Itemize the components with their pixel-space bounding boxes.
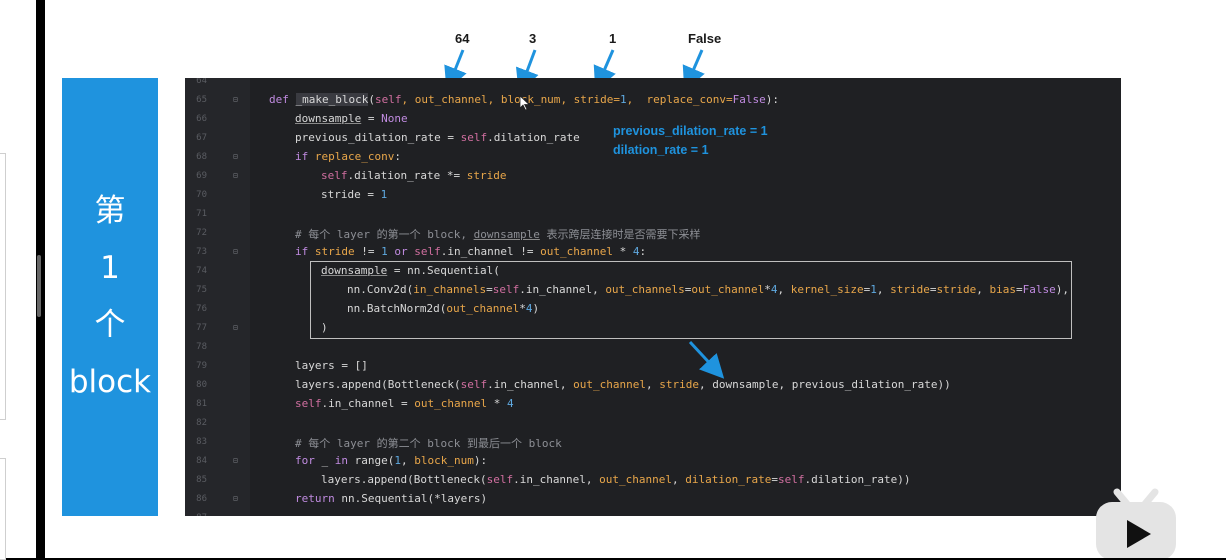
code-line-76: nn.BatchNorm2d(out_channel*4) — [347, 302, 540, 315]
code-line-86: return nn.Sequential(*layers) — [295, 492, 488, 505]
line-number: 73 — [196, 247, 207, 257]
fold-icon[interactable]: ⊟ — [233, 247, 238, 256]
label-stride-value: 1 — [609, 31, 617, 46]
line-number: 79 — [196, 361, 207, 371]
code-line-68: if replace_conv: — [295, 150, 401, 163]
line-number: 80 — [196, 380, 207, 390]
code-line-69: self.dilation_rate *= stride — [321, 169, 507, 182]
downsample-highlight-box — [310, 261, 1072, 339]
line-number: 84 — [196, 456, 207, 466]
panel-line-3: 个 — [94, 307, 126, 343]
line-number: 81 — [196, 399, 207, 409]
code-line-79: layers = [] — [295, 359, 368, 372]
fold-icon[interactable]: ⊟ — [233, 95, 238, 104]
line-number: 75 — [196, 285, 207, 295]
line-number: 71 — [196, 209, 207, 219]
line-number: 72 — [196, 228, 207, 238]
line-number: 85 — [196, 475, 207, 485]
code-line-80: layers.append(Bottleneck(self.in_channel… — [295, 378, 951, 391]
code-line-70: stride = 1 — [321, 188, 388, 201]
line-number: 67 — [196, 133, 207, 143]
code-line-67: previous_dilation_rate = self.dilation_r… — [295, 131, 580, 144]
annotation-previous-dilation-rate: previous_dilation_rate = 1 — [613, 124, 768, 138]
line-number: 74 — [196, 266, 207, 276]
arrow-block-num — [515, 49, 539, 94]
annotation-dilation-rate: dilation_rate = 1 — [613, 143, 709, 157]
line-number: 83 — [196, 437, 207, 447]
arrow-stride — [593, 49, 616, 92]
left-panel-frame — [0, 153, 6, 420]
line-number: 69 — [196, 171, 207, 181]
code-line-84: for _ in range(1, block_num): — [295, 454, 488, 467]
line-number: 76 — [196, 304, 207, 314]
fold-icon[interactable]: ⊟ — [233, 171, 238, 180]
line-number: 68 — [196, 152, 207, 162]
fold-icon[interactable]: ⊟ — [233, 323, 238, 332]
panel-line-4: block — [68, 364, 152, 400]
label-block-num-value: 3 — [529, 31, 537, 46]
code-line-74: downsample = nn.Sequential( — [321, 264, 500, 277]
code-line-77: ) — [321, 321, 328, 334]
code-line-85: layers.append(Bottleneck(self.in_channel… — [321, 473, 911, 486]
line-number: 65 — [196, 95, 207, 105]
left-edge-panel — [0, 0, 36, 560]
label-out-channel-value: 64 — [455, 31, 470, 46]
code-line-72: # 每个 layer 的第一个 block, downsample 表示跨层连接… — [295, 228, 701, 241]
block-title-panel: 第 1 个 block — [62, 78, 158, 516]
code-line-66: downsample = None — [295, 112, 408, 125]
fold-icon[interactable]: ⊟ — [233, 152, 238, 161]
code-line-75: nn.Conv2d(in_channels=self.in_channel, o… — [347, 283, 1070, 296]
fold-icon[interactable]: ⊟ — [233, 494, 238, 503]
arrow-out-channel — [444, 49, 467, 92]
fold-icon[interactable]: ⊟ — [233, 456, 238, 465]
code-line-83: # 每个 layer 的第二个 block 到最后一个 block — [295, 437, 562, 450]
panel-line-1: 第 — [94, 193, 126, 229]
line-number-gutter — [185, 78, 250, 516]
code-line-73: if stride != 1 or self.in_channel != out… — [295, 245, 647, 258]
line-number: 86 — [196, 494, 207, 504]
bilibili-tv-icon[interactable] — [1095, 488, 1179, 558]
line-number: 66 — [196, 114, 207, 124]
code-editor[interactable]: 64 65 66 67 68 69 70 71 72 73 74 75 76 7… — [185, 78, 1121, 516]
mouse-cursor-icon — [519, 95, 531, 111]
panel-line-2: 1 — [100, 250, 120, 286]
label-replace-conv-value: False — [688, 31, 722, 46]
scrollbar-handle[interactable] — [37, 255, 41, 317]
line-number: 64 — [196, 78, 207, 86]
code-line-81: self.in_channel = out_channel * 4 — [295, 397, 514, 410]
line-number: 82 — [196, 418, 207, 428]
code-line-65: def _make_block(self, out_channel, block… — [269, 93, 780, 106]
line-number: 78 — [196, 342, 207, 352]
arrow-replace-conv — [682, 49, 705, 92]
line-number: 77 — [196, 323, 207, 333]
line-number: 70 — [196, 190, 207, 200]
line-number: 87 — [185, 513, 207, 516]
